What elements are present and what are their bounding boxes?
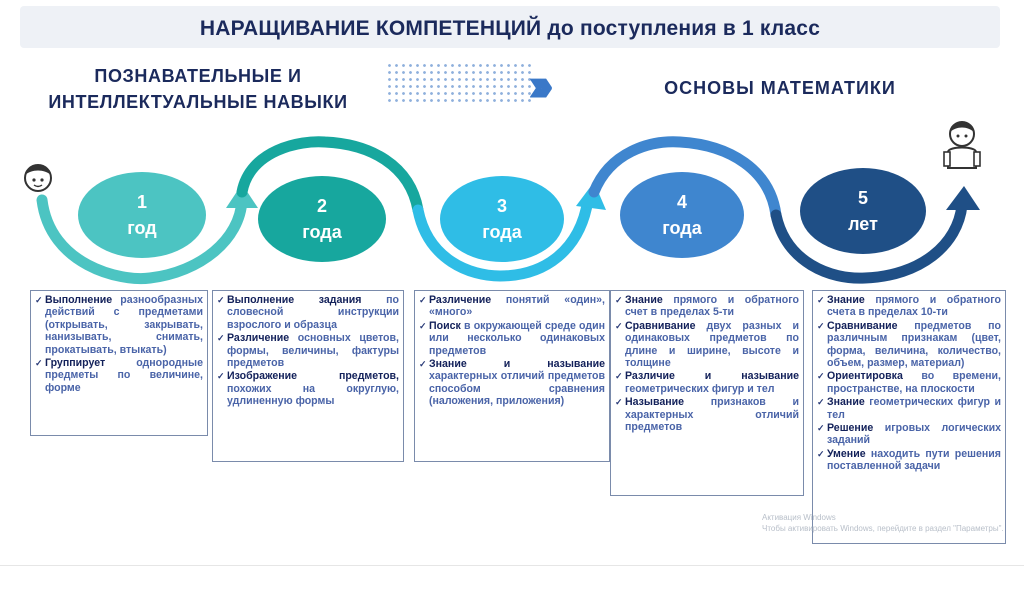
age-unit: лет	[848, 214, 878, 234]
age-circle-5: 5 лет	[800, 168, 926, 254]
left-heading-line-2: ИНТЕЛЛЕКТУАЛЬНЫЕ НАВЫКИ	[48, 92, 348, 112]
right-heading: ОСНОВЫ МАТЕМАТИКИ	[664, 78, 896, 98]
timeline-wave	[24, 121, 981, 285]
left-heading-line-1: ПОЗНАВАТЕЛЬНЫЕ И	[94, 66, 302, 86]
skill-item: Различение понятий «один», «много»	[419, 294, 605, 319]
arc-segment-3	[412, 194, 594, 282]
bottom-bar	[0, 565, 1024, 609]
skills-box-5: Знание прямого и обратного счета в преде…	[812, 290, 1006, 544]
skill-item: Различение основных цветов, формы, велич…	[217, 332, 399, 369]
skills-box-3: Различение понятий «один», «много» Поиск…	[414, 290, 610, 462]
left-heading: ПОЗНАВАТЕЛЬНЫЕ И ИНТЕЛЛЕКТУАЛЬНЫЕ НАВЫКИ	[18, 63, 378, 115]
arrowhead-5	[946, 186, 980, 210]
skills-box-1: Выполнение разнообразных действий с пред…	[30, 290, 208, 436]
skill-item: Выполнение разнообразных действий с пред…	[35, 294, 203, 356]
arc-segment-5	[770, 199, 968, 284]
page-title: НАРАЩИВАНИЕ КОМПЕТЕНЦИЙ до поступления в…	[199, 17, 821, 40]
skill-item: Поиск в окружающей среде один или нескол…	[419, 320, 605, 357]
skill-item: Умение находить пути решения поставленно…	[817, 448, 1001, 473]
skill-item: Называние признаков и характерных отличи…	[615, 396, 799, 433]
arc-segment-2	[236, 136, 424, 216]
watermark-line-1: Активация Windows	[762, 513, 836, 522]
age-number: 5	[857, 188, 868, 208]
skill-item: Знание прямого и обратного счета в преде…	[817, 294, 1001, 319]
skill-item: Сравнивание двух разных и одинаковых пре…	[615, 320, 799, 370]
skill-item: Изображение предметов, похожих на округл…	[217, 370, 399, 407]
windows-activation-watermark: Активация Windows Чтобы активировать Win…	[762, 512, 1022, 534]
arc-segment-4	[588, 136, 782, 221]
skill-item: Сравнивание предметов по различным призн…	[817, 320, 1001, 370]
age-number: 4	[676, 192, 687, 212]
age-circle-4: 4 года	[620, 172, 744, 258]
watermark-line-2: Чтобы активировать Windows, перейдите в …	[762, 524, 1004, 533]
slide: НАРАЩИВАНИЕ КОМПЕТЕНЦИЙ до поступления в…	[0, 0, 1024, 565]
age-circle-1: 1 год	[78, 172, 206, 258]
title-banner: НАРАЩИВАНИЕ КОМПЕТЕНЦИЙ до поступления в…	[20, 6, 1000, 48]
age-unit: года	[482, 222, 522, 242]
skills-box-4: Знание прямого и обратного счет в предел…	[610, 290, 804, 496]
schoolchild-icon	[943, 121, 981, 169]
age-number: 3	[496, 196, 507, 216]
skills-box-2: Выполнение задания по словесной инструкц…	[212, 290, 404, 462]
age-unit: года	[302, 222, 342, 242]
dot-pattern	[386, 62, 534, 106]
skill-item: Выполнение задания по словесной инструкц…	[217, 294, 399, 331]
skill-item: Знание и называние характерных отличий п…	[419, 358, 605, 408]
age-number: 2	[316, 196, 327, 216]
skill-item: Ориентировка во времени, пространстве, н…	[817, 370, 1001, 395]
skill-item: Решение игровых логических заданий	[817, 422, 1001, 447]
skill-item: Знание прямого и обратного счет в предел…	[615, 294, 799, 319]
age-circle-2: 2 года	[258, 176, 386, 262]
age-number: 1	[136, 192, 147, 212]
arc-segment-1	[36, 194, 248, 285]
skill-item: Знание геометрических фигур и тел	[817, 396, 1001, 421]
age-circle-3: 3 года	[440, 176, 564, 262]
skill-item: Различие и называние геометрических фигу…	[615, 370, 799, 395]
age-unit: год	[127, 218, 157, 238]
skill-item: Группирует однородные предметы по величи…	[35, 357, 203, 394]
child-icon	[24, 164, 52, 192]
age-unit: года	[662, 218, 702, 238]
